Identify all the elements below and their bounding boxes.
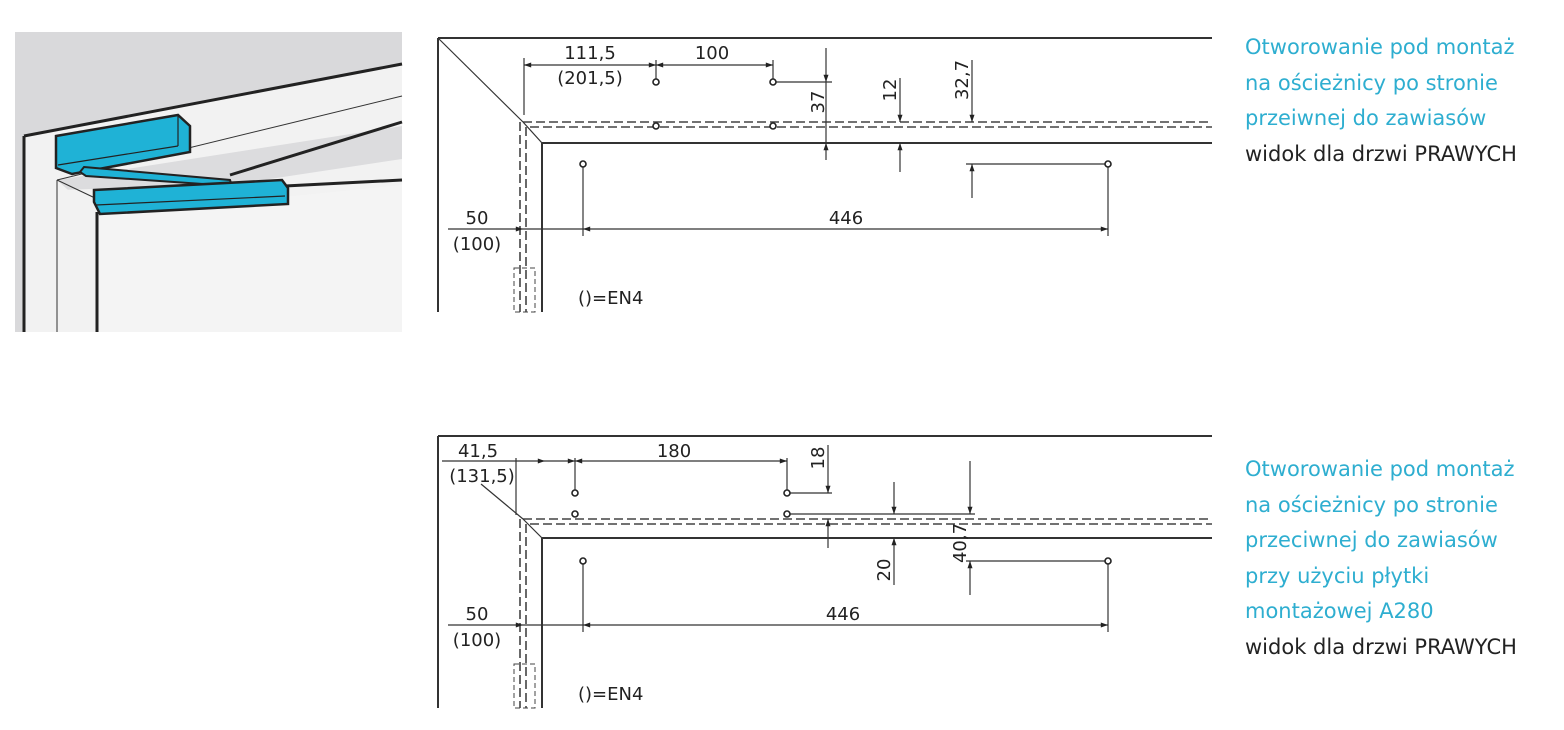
- dim-label: 32,7: [952, 60, 973, 100]
- dim-label: 100: [695, 43, 729, 64]
- dim-label: (100): [453, 234, 501, 255]
- view-note: widok dla drzwi PRAWYCH: [1245, 141, 1517, 166]
- description-line: przy użyciu płytki: [1245, 563, 1430, 588]
- dim-label: 180: [657, 441, 691, 462]
- dim-label: 12: [880, 79, 901, 102]
- dim-label: 20: [874, 559, 895, 582]
- dim-label: 18: [808, 447, 829, 470]
- description-line: Otworowanie pod montaż: [1245, 457, 1515, 481]
- description-line: przeciwnej do zawiasów: [1245, 528, 1498, 552]
- dim-label: 50: [466, 604, 489, 625]
- description-bottom: Otworowanie pod montaż na ościeżnicy po …: [1245, 452, 1517, 665]
- view-note: widok dla drzwi PRAWYCH: [1245, 634, 1517, 659]
- door-closer-illustration: [15, 32, 403, 332]
- description-top: Otworowanie pod montaż na ościeżnicy po …: [1245, 30, 1517, 172]
- description-line: Otworowanie pod montaż: [1245, 35, 1515, 59]
- dim-label: 446: [829, 208, 863, 229]
- en4-legend: ()=EN4: [578, 684, 643, 705]
- dim-label: 446: [826, 604, 860, 625]
- en4-legend: ()=EN4: [578, 288, 643, 309]
- dim-label: 40,7: [950, 523, 971, 563]
- dim-label: 41,5: [458, 441, 498, 462]
- dim-label: (201,5): [557, 68, 623, 89]
- dim-label: (100): [453, 630, 501, 651]
- dim-label: (131,5): [449, 466, 515, 487]
- description-line: na ościeżnicy po stronie: [1245, 492, 1498, 517]
- dim-label: 37: [808, 91, 829, 114]
- description-line: na ościeżnicy po stronie: [1245, 70, 1498, 95]
- drilling-diagram-bottom: 41,5 (131,5) 180 18 20 40,7 50 (100) 446…: [437, 435, 1212, 709]
- drilling-diagram-top: 111,5 (201,5) 100 37 12 32,7 50 (100) 44…: [437, 37, 1212, 313]
- dim-label: 111,5: [564, 43, 616, 64]
- dim-label: 50: [466, 208, 489, 229]
- description-line: montażowej A280: [1245, 599, 1434, 623]
- description-line: przeiwnej do zawiasów: [1245, 106, 1487, 130]
